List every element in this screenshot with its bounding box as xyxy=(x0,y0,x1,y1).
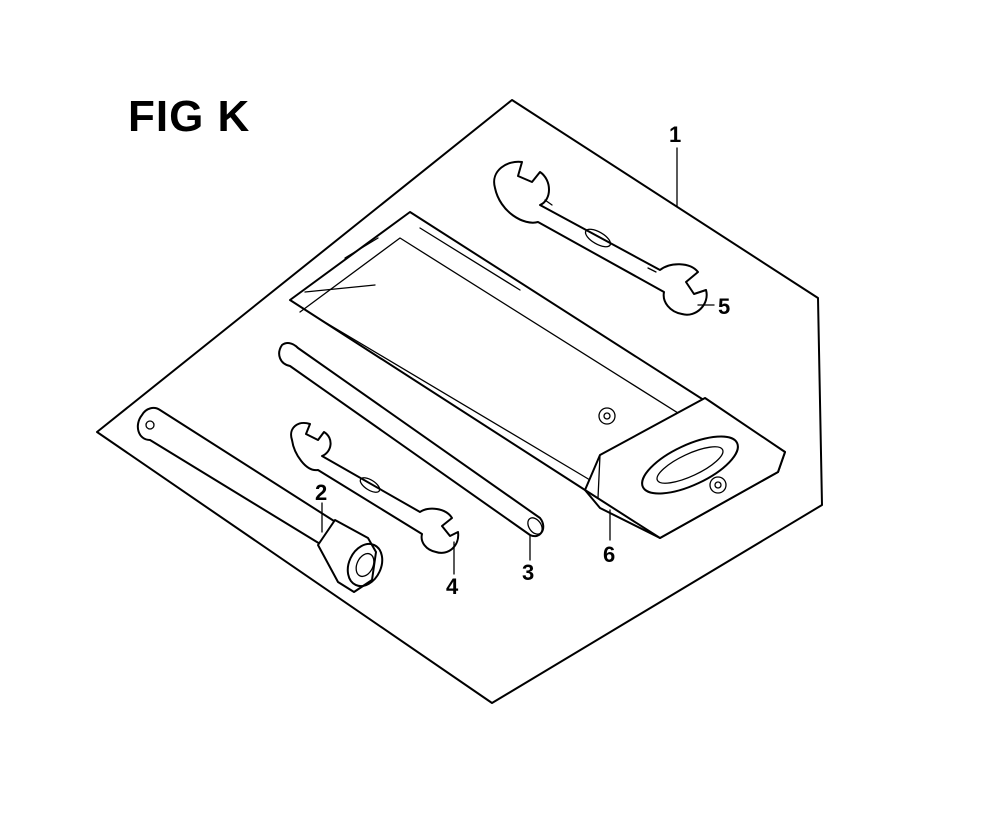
callout-1: 1 xyxy=(669,122,681,147)
callout-4: 4 xyxy=(446,574,459,599)
large-wrench-drawing xyxy=(493,160,708,316)
small-wrench-drawing xyxy=(290,422,460,554)
parts-boundary-outline xyxy=(96,99,823,704)
callout-3: 3 xyxy=(522,560,534,585)
callout-5: 5 xyxy=(718,294,730,319)
figure-title: FIG K xyxy=(128,92,251,141)
callout-6: 6 xyxy=(603,542,615,567)
plug-wrench-drawing xyxy=(136,406,384,593)
callout-2: 2 xyxy=(315,480,327,505)
tool-bag-drawing xyxy=(289,211,786,539)
handle-bar-drawing xyxy=(278,342,545,538)
